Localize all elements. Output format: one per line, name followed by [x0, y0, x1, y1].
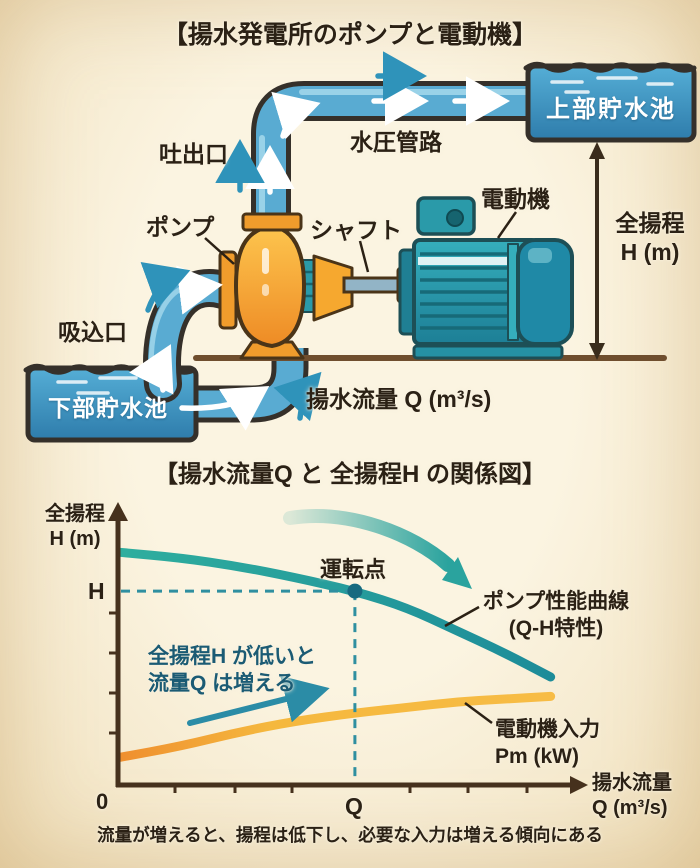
label-pump-curve: ポンプ性能曲線 (Q-H特性) — [482, 590, 630, 640]
label-flow-rate: 揚水流量 Q (m³/s) — [306, 386, 492, 412]
pump-volute — [234, 224, 306, 348]
motor-end-cap — [516, 238, 574, 346]
label-lower-reservoir: 下部貯水池 — [48, 395, 168, 421]
chart-pointer-lines — [444, 605, 493, 725]
label-motor-input: 電動機入力 Pm (kW) — [495, 718, 600, 768]
motor-fins — [420, 252, 508, 330]
main-title: 【揚水発電所のポンプと電動機】 — [162, 21, 538, 49]
upper-reservoir — [523, 61, 697, 143]
pump — [218, 212, 354, 360]
chart-y-axis-label: 全揚程 H (m) — [45, 503, 105, 551]
label-shaft: シャフト — [310, 217, 402, 243]
label-motor: 電動機 — [481, 186, 550, 212]
flow-arrows-teal — [140, 51, 427, 422]
label-upper-reservoir: 上部貯水池 — [546, 96, 676, 123]
motor — [398, 196, 574, 360]
chart-title: 【揚水流量Q と 全揚程H の関係図】 — [153, 461, 546, 488]
label-discharge-port: 吐出口 — [159, 141, 228, 167]
annotation-arrow — [187, 675, 330, 726]
label-operating-point: 運転点 — [320, 557, 387, 582]
pump-station-illustration — [23, 51, 697, 443]
x-mark-q: Q — [345, 793, 363, 819]
water-wave-marks — [550, 76, 674, 94]
operating-point-dot — [347, 583, 363, 599]
label-total-head: 全揚程 H (m) — [615, 210, 685, 266]
pointer-lines — [204, 211, 518, 273]
axes — [108, 502, 588, 794]
qh-chart — [108, 502, 588, 794]
label-penstock: 水圧管路 — [350, 129, 442, 155]
motor-base — [412, 344, 564, 360]
label-suction-port: 吸込口 — [58, 319, 127, 345]
label-annotation: 全揚程H が低いと 流量Q は増える — [148, 645, 316, 695]
chart-caption: 流量が増えると、揚程は低下し、必要な入力は増える傾向にある — [97, 825, 603, 845]
trend-arrow — [283, 509, 472, 589]
pump-bracket — [312, 254, 354, 322]
pump-curve — [115, 547, 556, 682]
label-pump: ポンプ — [146, 214, 215, 240]
chart-x-axis-label: 揚水流量 Q (m³/s) — [592, 772, 672, 820]
origin-label: 0 — [96, 789, 109, 814]
head-measure-arrow — [589, 142, 605, 360]
motor-junction-box — [416, 196, 476, 236]
discharge-flange — [241, 212, 303, 232]
y-mark-h: H — [88, 578, 105, 604]
motor-input-curve — [115, 691, 556, 762]
